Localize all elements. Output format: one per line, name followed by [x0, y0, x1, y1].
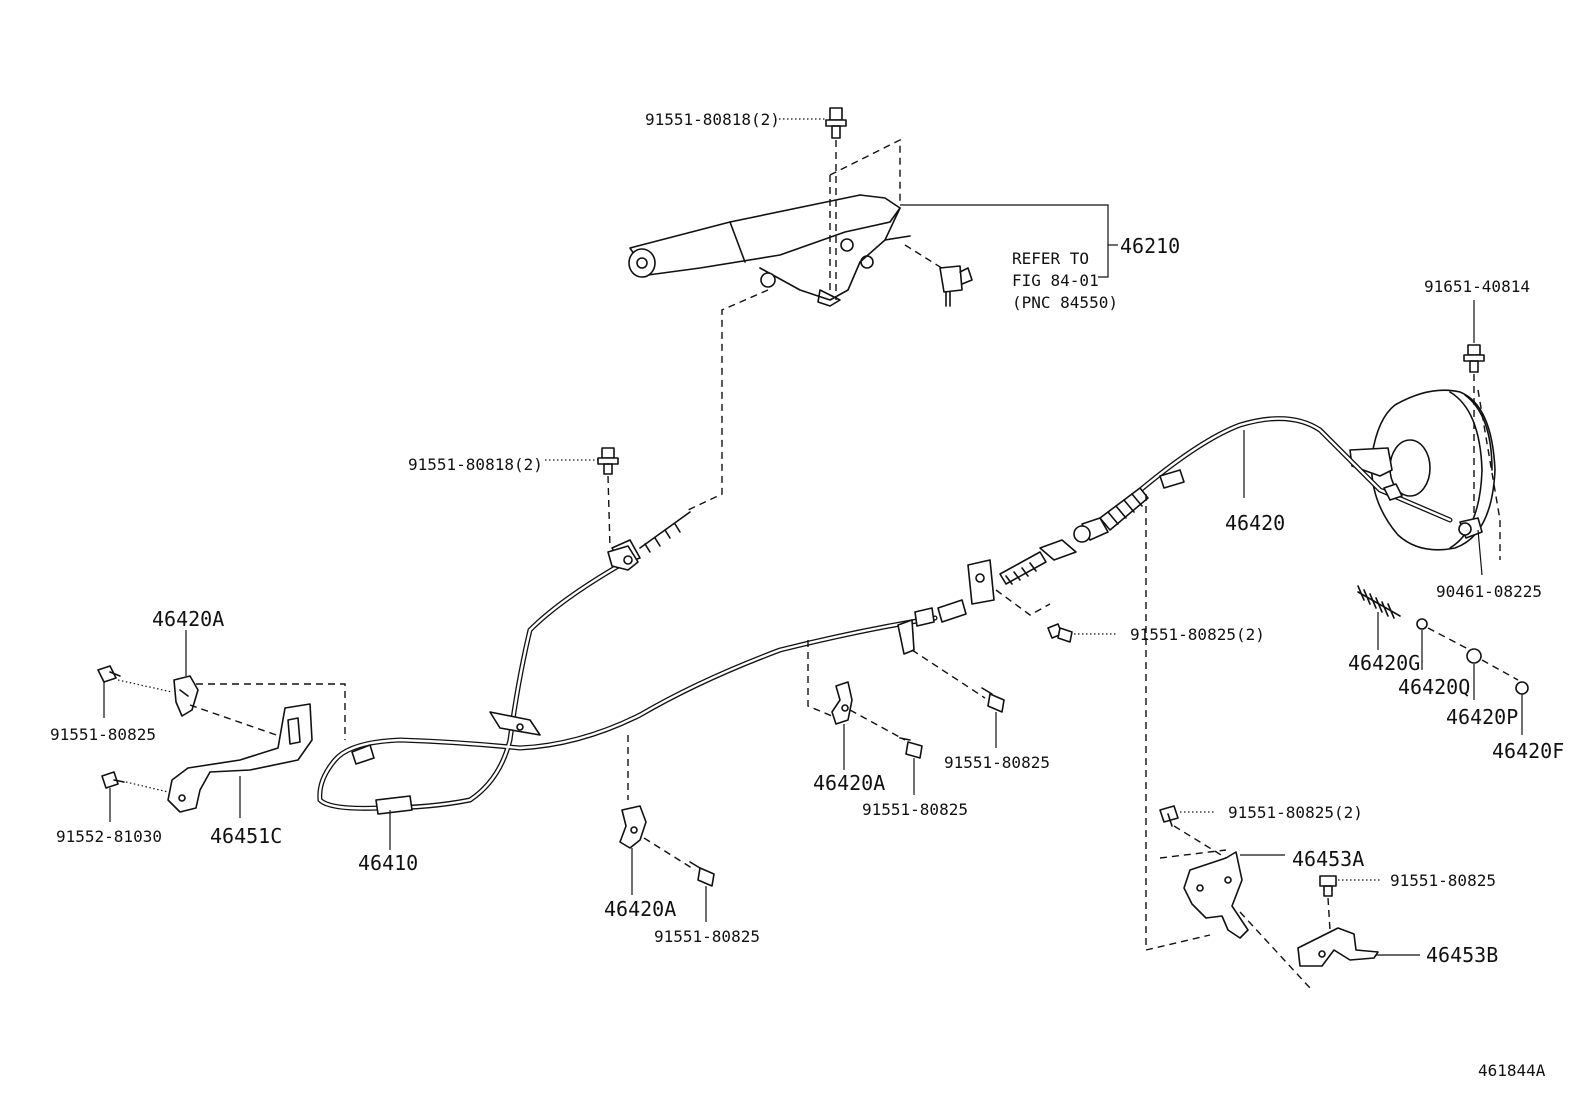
label-bolt-br: 91551-80825: [1390, 871, 1496, 890]
bracket-b-icon: [1297, 927, 1379, 967]
spring-icon: [1357, 585, 1401, 619]
label-clamp-bottom: 46420A: [604, 897, 676, 921]
bolt-mid-icon: [597, 447, 619, 475]
label-bracket-b: 46453B: [1426, 943, 1498, 967]
bolt-bottom-icon: [689, 861, 715, 887]
bolt-left1-icon: [97, 665, 121, 683]
parking-brake-lever: [628, 194, 973, 307]
label-bolt-mid2: 91551-80825: [862, 800, 968, 819]
label-bolt-left2: 91552-81030: [56, 827, 162, 846]
bolt-right-top-icon: [1463, 344, 1485, 373]
label-cable-no2: 46410: [358, 851, 418, 875]
label-bolt-bottom: 91551-80825: [654, 927, 760, 946]
bracket-left-icon: [167, 703, 313, 813]
bolt-top-icon: [825, 107, 847, 139]
label-bracket-left: 46451C: [210, 824, 282, 848]
label-cable-no1: 46420: [1225, 511, 1285, 535]
cable-bracket-right: [897, 619, 915, 655]
label-pin: 90461-08225: [1436, 582, 1542, 601]
label-clip-q: 46420Q: [1398, 675, 1470, 699]
figure-id: 461844A: [1478, 1061, 1546, 1080]
equalizer: [967, 539, 1077, 605]
pin-icon: [1458, 517, 1483, 539]
label-bracket-a: 46453A: [1292, 847, 1364, 871]
bolt-mid2-icon: [899, 737, 923, 759]
label-bolt-mid3: 91551-80825: [944, 753, 1050, 772]
label-spring: 46420G: [1348, 651, 1420, 675]
clip-p-icon: [1466, 648, 1482, 664]
label-clip-p: 46420P: [1446, 705, 1518, 729]
label-refer-line1: REFER TO: [1012, 249, 1089, 268]
clip-f-icon: [1515, 681, 1529, 695]
label-bolt-left1: 91551-80825: [50, 725, 156, 744]
bolt-lower-right-icon: [1159, 805, 1179, 827]
label-bolt-top: 91551-80818(2): [645, 110, 780, 129]
label-clamp-left: 46420A: [152, 607, 224, 631]
clip-q-icon: [1416, 618, 1428, 630]
label-refer-line3: (PNC 84550): [1012, 293, 1118, 312]
cable-no2: [317, 511, 967, 815]
label-bolt-center: 91551-80825(2): [1130, 625, 1265, 644]
label-bolt-lower-right: 91551-80825(2): [1228, 803, 1363, 822]
cable-no1: [1073, 416, 1453, 543]
bolt-br-icon: [1319, 875, 1337, 897]
clamp-left-icon: [173, 675, 199, 717]
cable-bracket-mid: [607, 545, 639, 571]
bolt-left2-icon: [101, 771, 125, 789]
bolt-center-icon: [1047, 623, 1073, 643]
label-clamp-mid: 46420A: [813, 771, 885, 795]
bolt-mid3-icon: [981, 687, 1005, 713]
label-bolt-mid: 91551-80818(2): [408, 455, 543, 474]
label-refer-line2: FIG 84-01: [1012, 271, 1099, 290]
clamp-bottom-icon: [619, 805, 647, 849]
cable-grommet: [489, 711, 541, 736]
label-clip-f: 46420F: [1492, 739, 1564, 763]
label-bolt-right-top: 91651-40814: [1424, 277, 1530, 296]
clamp-mid-icon: [831, 681, 853, 725]
bracket-a-icon: [1183, 851, 1249, 939]
label-lever-assy: 46210: [1120, 234, 1180, 258]
